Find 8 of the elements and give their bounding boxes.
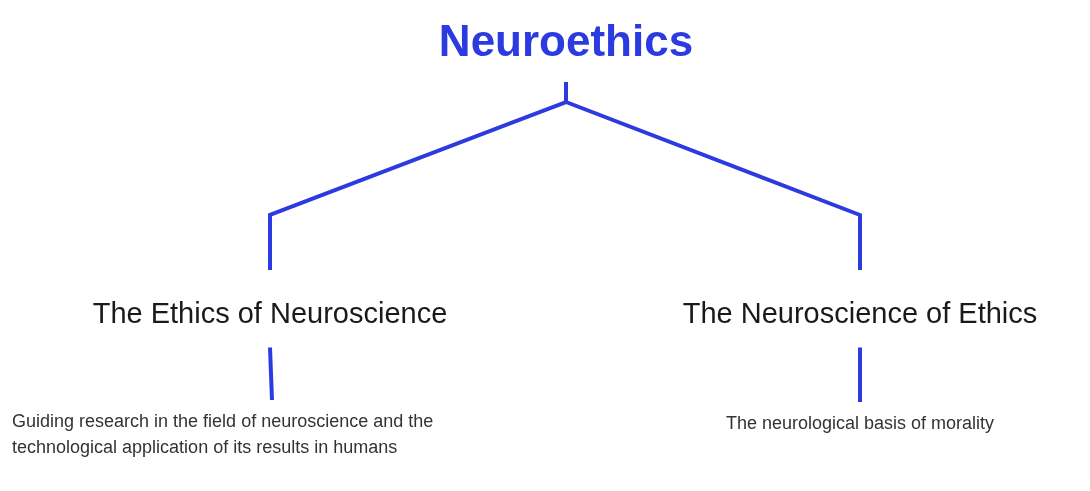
- branch-heading: The Ethics of Neuroscience: [92, 292, 448, 336]
- branch-description: Guiding research in the field of neuroscience and the technological application of its results in humans: [12, 408, 532, 460]
- connector-line: [858, 347, 862, 402]
- branch-heading: The Neuroscience of Ethics: [682, 292, 1038, 336]
- connector-line: [564, 82, 862, 270]
- branch-description: The neurological basis of morality: [725, 410, 995, 436]
- diagram-title: Neuroethics: [438, 15, 694, 67]
- connector-line: [268, 347, 274, 401]
